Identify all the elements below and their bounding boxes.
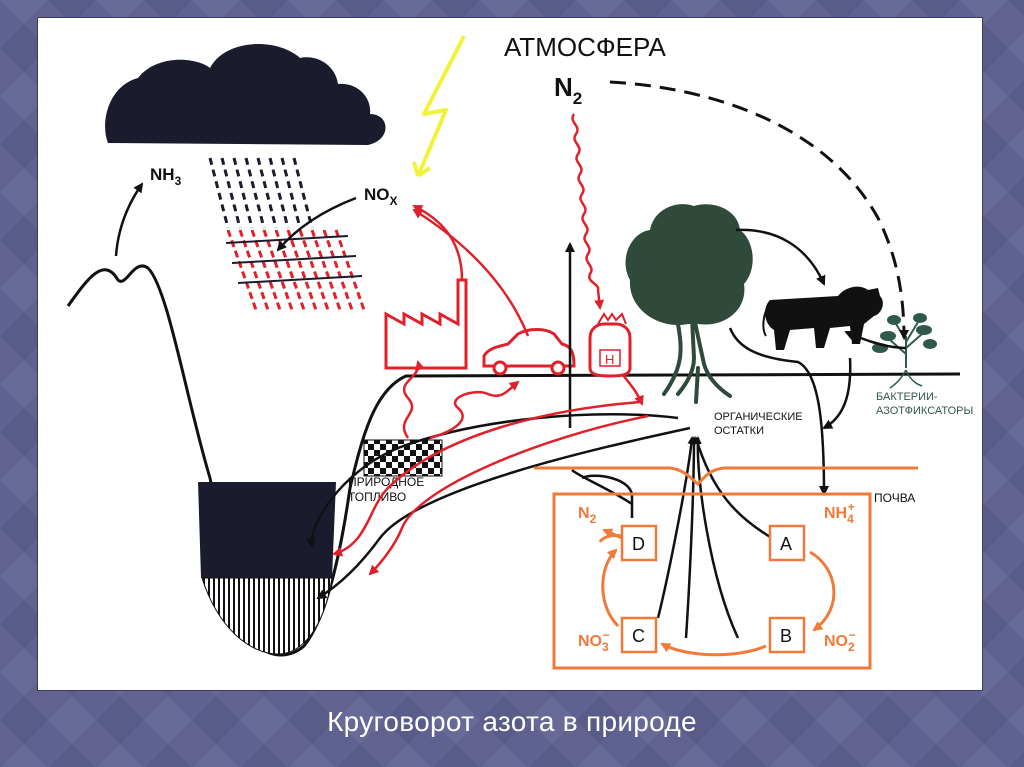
- rain-streaks: [210, 158, 364, 310]
- svg-text:B: B: [780, 626, 792, 646]
- factory-icon: [386, 280, 466, 368]
- nox-label: NOX: [364, 185, 398, 208]
- lightning-icon: [414, 36, 464, 176]
- car-icon: [484, 330, 574, 375]
- atmosphere-label: АТМОСФЕРА: [504, 32, 667, 62]
- fertilizer-bag-icon: H: [590, 314, 630, 376]
- slide-caption: Круговорот азота в природе: [0, 706, 1024, 738]
- box-b: B: [770, 618, 804, 652]
- box-c: C: [622, 618, 656, 652]
- svg-text:C: C: [632, 626, 645, 646]
- cloud-icon: [105, 44, 385, 145]
- bacteria-label: БАКТЕРИИ-АЗОТФИКСАТОРЫ: [876, 391, 973, 417]
- nitrogen-fixing-plant-icon: [873, 314, 936, 388]
- n2-atmosphere-label: N2: [554, 72, 582, 108]
- box-d: D: [622, 526, 656, 560]
- box-a: A: [770, 526, 804, 560]
- svg-text:D: D: [632, 534, 645, 554]
- nh4-label: NH4+: [824, 500, 855, 526]
- no2-label: NO2−: [824, 628, 856, 654]
- water-basin: [198, 482, 336, 654]
- nh3-label: NH3: [150, 165, 182, 188]
- svg-text:H: H: [605, 352, 614, 367]
- no3-label: NO3−: [578, 628, 610, 654]
- svg-text:A: A: [780, 534, 792, 554]
- tree-icon: [626, 204, 753, 402]
- soil-label: ПОЧВА: [874, 491, 915, 505]
- n2-soil-label: N2: [578, 505, 597, 526]
